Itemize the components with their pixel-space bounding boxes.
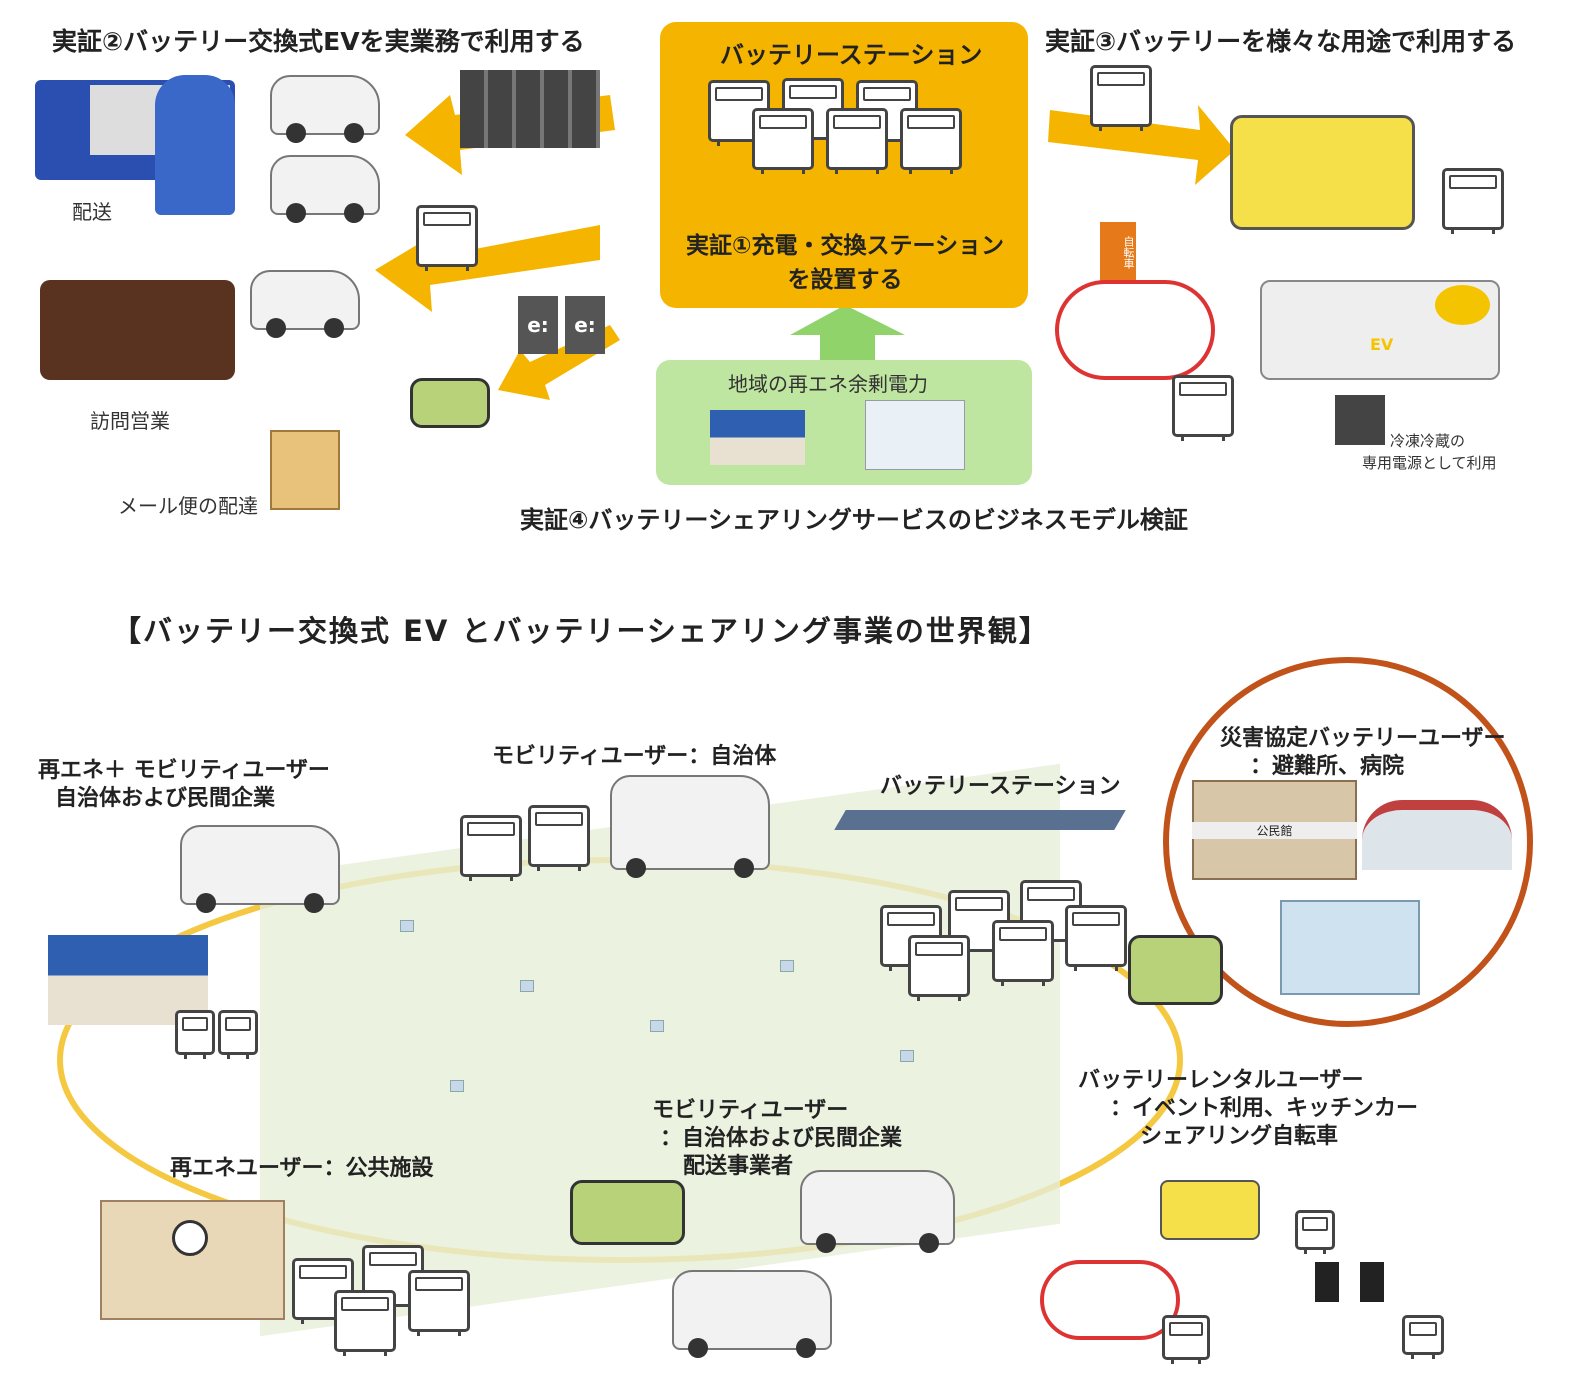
battery-icon (334, 1290, 396, 1356)
kitchen-car-image (1230, 115, 1415, 230)
speaker-icon (1360, 1262, 1384, 1302)
battery-icon (1402, 1315, 1444, 1359)
house-icon (520, 980, 534, 992)
mini-ev-image (1128, 935, 1223, 1005)
bicycle-sign: 自転車 (1100, 222, 1136, 282)
battery-icon (1442, 168, 1504, 234)
mini-ev-image (410, 378, 490, 428)
fridge-line2: 専用電源として利用 (1362, 454, 1497, 472)
house-icon (400, 920, 414, 932)
ev-van-image (610, 775, 770, 878)
shared-bicycles-image (1040, 1260, 1180, 1340)
rental-line1: バッテリーレンタルユーザー (1078, 1068, 1364, 1093)
disaster-line2: ：避難所、病院 (1250, 754, 1405, 779)
battery-icon (826, 108, 888, 174)
demo1-line1: 実証①充電・交換ステーション (685, 233, 1004, 259)
mobility-mixed-line3: 配送事業者 (683, 1154, 794, 1179)
battery-icon (408, 1270, 470, 1336)
envelope-image (270, 430, 340, 510)
re-mobility-line2: 自治体および民間企業 (55, 786, 276, 811)
arrow-up-green (790, 305, 905, 360)
house-icon (450, 1080, 464, 1092)
mobility-mixed-line1: モビリティユーザー (652, 1098, 849, 1123)
delivery-worker-image (155, 75, 235, 215)
battery-icon (752, 108, 814, 174)
house-icon (900, 1050, 914, 1062)
ev-van-image (250, 270, 360, 338)
ev-van-image (270, 75, 380, 143)
battery-icon (992, 920, 1054, 986)
station-label: バッテリーステーション (880, 774, 1121, 799)
rental-line2: ：イベント利用、キッチンカー (1110, 1096, 1419, 1121)
demo4-label: 実証④バッテリーシェアリングサービスのビジネスモデル検証 (520, 506, 1188, 534)
mini-ev-image (570, 1180, 685, 1245)
battery-rack-image (460, 70, 600, 148)
kitchen-car-image (1160, 1180, 1260, 1240)
re-mobility-line1: 再エネ＋ モビリティユーザー (38, 758, 330, 783)
demo2-label: 実証②バッテリー交換式EVを実業務で利用する (52, 27, 585, 56)
solar-building-image (710, 410, 805, 465)
rental-line3: シェアリング自転車 (1140, 1124, 1339, 1149)
station-title: バッテリーステーション (720, 41, 983, 69)
shared-bicycles-image (1055, 280, 1215, 380)
delivery-label: 配送 (72, 200, 112, 224)
ev-van-image (672, 1270, 832, 1358)
station-roof-image (834, 810, 1126, 830)
battery-icon (1090, 65, 1152, 131)
battery-icon (900, 108, 962, 174)
disaster-line1: 災害協定バッテリーユーザー (1220, 726, 1506, 751)
battery-icon (218, 1010, 258, 1059)
battery-icon (1172, 375, 1234, 441)
house-icon (650, 1020, 664, 1032)
demo3-label: 実証③バッテリーを様々な用途で利用する (1045, 27, 1517, 56)
ev-van-image (270, 155, 380, 223)
battery-icon (460, 815, 522, 881)
re-public-label: 再エネユーザー：公共施設 (170, 1156, 434, 1181)
battery-icon (175, 1010, 215, 1059)
office-building-image (865, 400, 965, 470)
ev-van-image (180, 825, 340, 913)
clock-icon (172, 1220, 208, 1256)
public-facility-image (100, 1200, 285, 1320)
battery-icon (292, 1258, 354, 1324)
e-battery: e: (565, 296, 605, 354)
cooling-battery-image (1335, 395, 1385, 445)
community-hall-sign: 公民館 (1192, 822, 1357, 839)
demo1-line2: を設置する (787, 267, 903, 293)
renewable-label: 地域の再エネ余剰電力 (728, 372, 928, 396)
battery-icon (528, 805, 590, 871)
ev-van-image (800, 1170, 955, 1253)
visit-sales-image (40, 280, 235, 380)
battery-icon (1295, 1210, 1335, 1254)
mobility-gov-label: モビリティユーザー：自治体 (492, 744, 777, 769)
battery-icon (1065, 905, 1127, 971)
gymnasium-image (1362, 800, 1512, 870)
fridge-line1: 冷凍冷蔵の (1390, 432, 1466, 450)
mobility-mixed-line2: ：自治体および民間企業 (660, 1126, 903, 1151)
cat-logo-icon (1435, 285, 1490, 325)
battery-icon (1162, 1315, 1210, 1364)
visit-sales-label: 訪問営業 (90, 409, 170, 433)
battery-icon (416, 205, 478, 271)
mail-delivery-label: メール便の配達 (118, 494, 258, 518)
arrow-to-sales (375, 225, 600, 312)
hospital-image (1280, 900, 1420, 995)
house-icon (780, 960, 794, 972)
ev-mark: EV (1370, 335, 1394, 354)
speaker-icon (1315, 1262, 1339, 1302)
section-title: 【バッテリー交換式 EV とバッテリーシェアリング事業の世界観】 (112, 614, 1050, 648)
battery-icon (908, 935, 970, 1001)
e-battery: e: (518, 296, 558, 354)
